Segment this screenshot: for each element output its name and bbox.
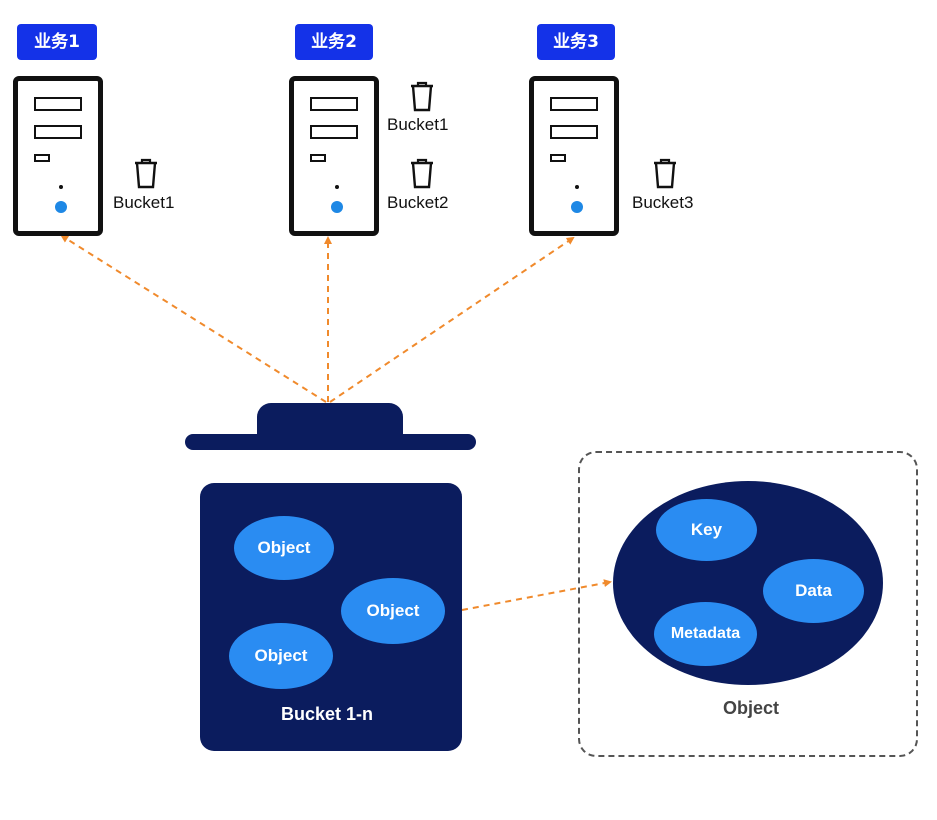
- object-ellipse-2: Object: [341, 578, 445, 644]
- trash-bucket-icon: [135, 158, 157, 189]
- bucket-lid-handle: [257, 403, 403, 439]
- object-ellipse-3: Object: [229, 623, 333, 689]
- bucket-lid: [185, 434, 476, 450]
- trash-bucket-icon: [654, 158, 676, 189]
- bucket-label-service2-a: Bucket1: [387, 115, 449, 134]
- object-part-key: Key: [656, 499, 757, 561]
- object-detail-caption: Object: [723, 698, 780, 718]
- bucket-label-service2-b: Bucket2: [387, 193, 449, 212]
- bucket-label-service1: Bucket1: [113, 193, 175, 212]
- server-icon: [529, 76, 619, 236]
- bucket-label-service3: Bucket3: [632, 193, 694, 212]
- service-tag-3: 业务3: [537, 24, 615, 60]
- arrow-to-service3: [329, 236, 575, 403]
- object-part-metadata: Metadata: [654, 602, 757, 666]
- trash-bucket-icon: [411, 81, 433, 112]
- service-tag-1: 业务1: [17, 24, 97, 60]
- server-icon: [289, 76, 379, 236]
- arrow-to-object-detail: [461, 579, 612, 611]
- bucket-caption: Bucket 1-n: [281, 704, 374, 724]
- service-tag-2: 业务2: [295, 24, 373, 60]
- object-part-data: Data: [763, 559, 864, 623]
- arrow-to-service1: [60, 234, 327, 403]
- server-icon: [13, 76, 103, 236]
- object-ellipse-1: Object: [234, 516, 334, 580]
- object-detail-frame: [578, 451, 918, 757]
- trash-bucket-icon: [411, 158, 433, 189]
